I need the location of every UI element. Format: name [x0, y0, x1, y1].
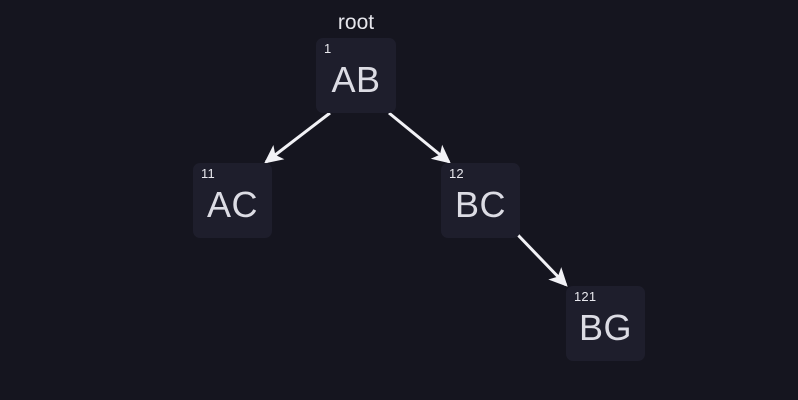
edge-group [264, 111, 568, 287]
node-label: AB [331, 59, 381, 100]
edge-n1-to-n11 [264, 111, 331, 164]
node-index: 11 [201, 166, 215, 181]
node-label: BG [578, 307, 632, 348]
edge-n1-to-n12 [388, 111, 451, 164]
node-index: 1 [324, 41, 332, 56]
node-index: 12 [449, 166, 464, 181]
node-label: BC [454, 184, 506, 225]
root-caption: root [337, 11, 375, 34]
node-label: AC [206, 184, 258, 225]
node-index: 121 [574, 289, 597, 304]
edge-n12-to-n121 [514, 231, 568, 287]
